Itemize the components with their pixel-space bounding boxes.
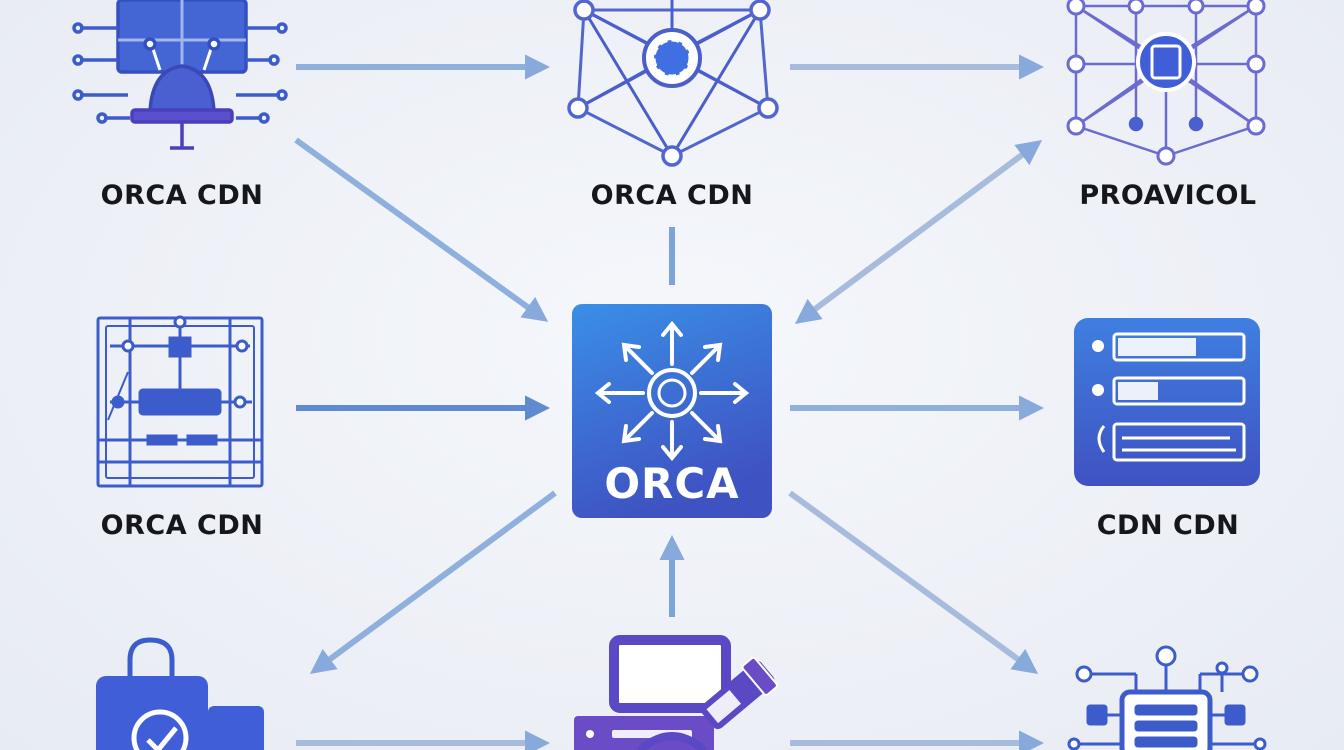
node-label-mid-left: ORCA CDN [100, 510, 264, 541]
node-label-top-center: ORCA CDN [590, 180, 754, 211]
monitor-tool-icon [574, 635, 778, 750]
circuit-bell-monitor-icon [72, 0, 288, 150]
server-rack-icon [1074, 318, 1260, 486]
arrow-top-left-to-hub [294, 137, 549, 322]
hub-radiating-arrows-icon [594, 320, 750, 462]
node-label-top-left: ORCA CDN [100, 180, 264, 211]
circuit-frame-icon [96, 315, 264, 488]
node-label-mid-right: CDN CDN [1096, 510, 1240, 541]
node-label-top-right: PROAVICOL [1079, 180, 1257, 211]
network-mesh-icon [567, 0, 779, 167]
network-chip-mesh-icon [1066, 0, 1266, 166]
circuit-server-icon [1067, 645, 1267, 750]
connection-arrows [294, 54, 1045, 750]
shopping-bag-check-icon [96, 637, 264, 750]
arrow-hub-top-right [794, 139, 1043, 325]
hub-title: ORCA [604, 459, 739, 508]
hub-box [572, 304, 772, 518]
hub-node[interactable]: ORCA [572, 304, 772, 518]
arrow-hub-to-bottom-left [309, 490, 557, 674]
arrow-hub-to-bottom-right [788, 490, 1039, 674]
